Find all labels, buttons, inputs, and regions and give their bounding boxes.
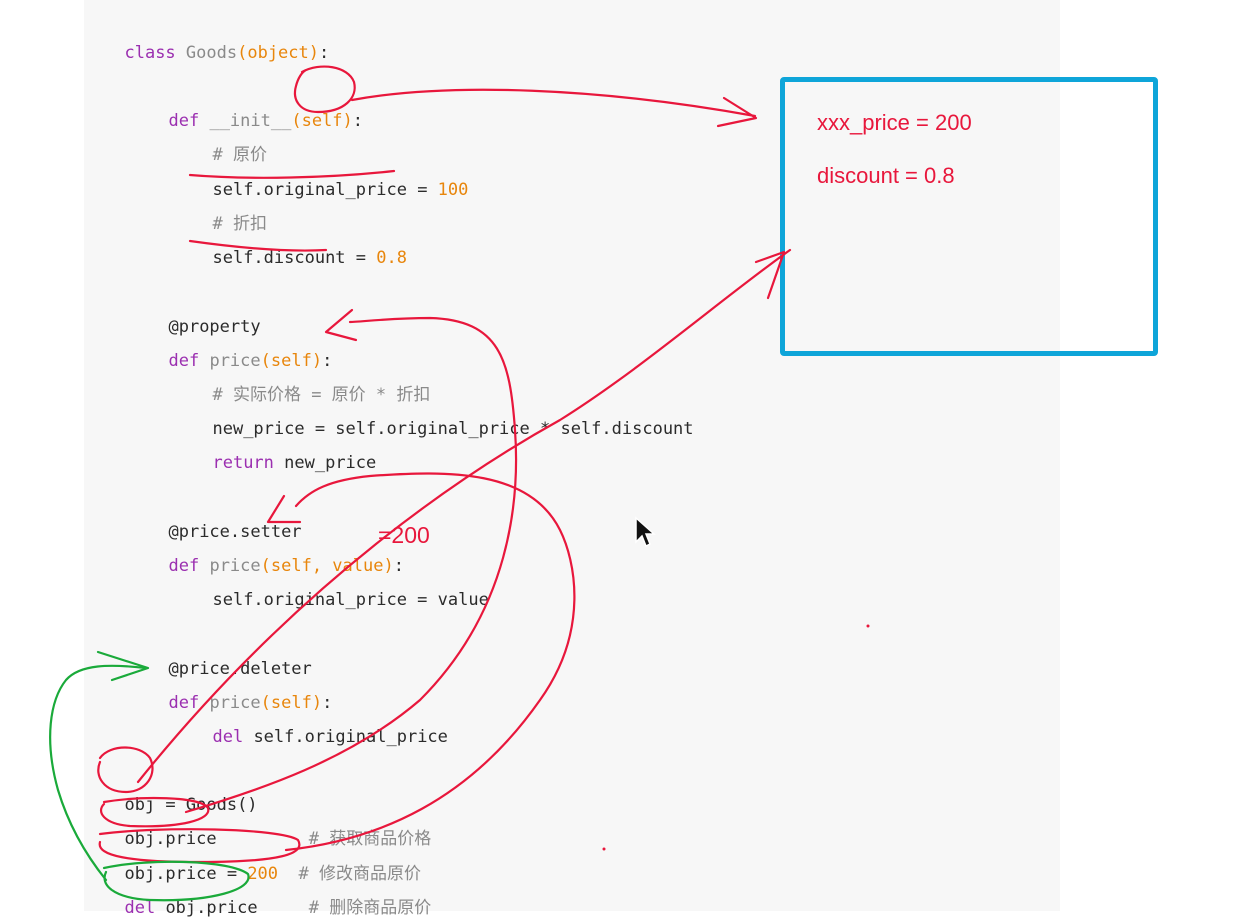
code-decorator-deleter: @price.deleter bbox=[148, 627, 311, 679]
statement-text: self.original_price bbox=[243, 727, 448, 747]
code-line-del-price: del obj.price # 删除商品原价 bbox=[104, 866, 431, 918]
class-args: (object) bbox=[237, 43, 319, 63]
keyword: return bbox=[212, 453, 274, 473]
padding bbox=[258, 898, 309, 918]
handwritten-value: =200 bbox=[378, 522, 430, 548]
comment-text: # 删除商品原价 bbox=[308, 898, 432, 918]
code-line-original-price: self.original_price = 100 bbox=[192, 148, 468, 200]
code-decorator-property: @property bbox=[148, 285, 260, 337]
comment-text: # 原价 bbox=[212, 145, 267, 165]
statement-text: self.original_price = value bbox=[212, 590, 489, 610]
memory-discount: discount = 0.8 bbox=[817, 163, 955, 188]
keyword: del bbox=[124, 898, 156, 918]
keyword: def bbox=[168, 111, 200, 131]
memory-xxx-price: xxx_price = 200 bbox=[817, 110, 972, 135]
code-line-del-original: del self.original_price bbox=[192, 695, 447, 747]
punctuation: : bbox=[319, 43, 330, 63]
assign-lhs: self.original_price bbox=[212, 180, 407, 200]
code-line-class: class Goods(object): bbox=[104, 11, 329, 63]
keyword: del bbox=[212, 727, 244, 747]
code-comment: # 原价 bbox=[192, 113, 266, 165]
number-literal: 100 bbox=[437, 180, 469, 200]
code-comment: # 折扣 bbox=[192, 182, 266, 234]
code-comment: # 实际价格 = 原价 * 折扣 bbox=[192, 353, 430, 405]
code-line-discount: self.discount = 0.8 bbox=[192, 216, 407, 268]
assign-lhs: self.discount bbox=[212, 248, 346, 268]
punctuation: : bbox=[352, 111, 364, 131]
code-line-return: return new_price bbox=[192, 421, 376, 473]
operator: = bbox=[406, 180, 438, 200]
comment-text: # 折扣 bbox=[212, 214, 267, 234]
code-line-price-deleter: def price(self): bbox=[148, 661, 332, 713]
method-args: (self) bbox=[291, 111, 353, 131]
number-literal: 0.8 bbox=[376, 248, 407, 268]
statement-text: obj.price bbox=[155, 898, 258, 918]
code-line-price-setter: def price(self, value): bbox=[148, 524, 403, 576]
comment-text: # 修改商品原价 bbox=[298, 864, 421, 884]
code-line-obj-create: obj = Goods() bbox=[104, 763, 257, 815]
code-line-init: def __init__(self): bbox=[148, 79, 363, 131]
keyword: class bbox=[124, 43, 176, 63]
code-line-new-price: new_price = self.original_price * self.d… bbox=[192, 387, 693, 439]
operator: = bbox=[345, 248, 377, 268]
number-literal: 200 bbox=[247, 864, 279, 884]
mouse-cursor-icon bbox=[635, 516, 656, 548]
code-line-price-getter: def price(self): bbox=[148, 319, 332, 371]
class-name: Goods bbox=[185, 43, 238, 63]
code-line-set-price: obj.price = 200 # 修改商品原价 bbox=[104, 832, 421, 884]
memory-box: xxx_price = 200 discount = 0.8 bbox=[780, 77, 1158, 356]
code-decorator-setter: @price.setter bbox=[148, 490, 301, 542]
code-line-get-price: obj.price # 获取商品价格 bbox=[104, 797, 431, 849]
method-name: __init__ bbox=[209, 111, 292, 131]
statement-text: new_price bbox=[273, 453, 377, 473]
code-line-set-original: self.original_price = value bbox=[192, 558, 488, 610]
